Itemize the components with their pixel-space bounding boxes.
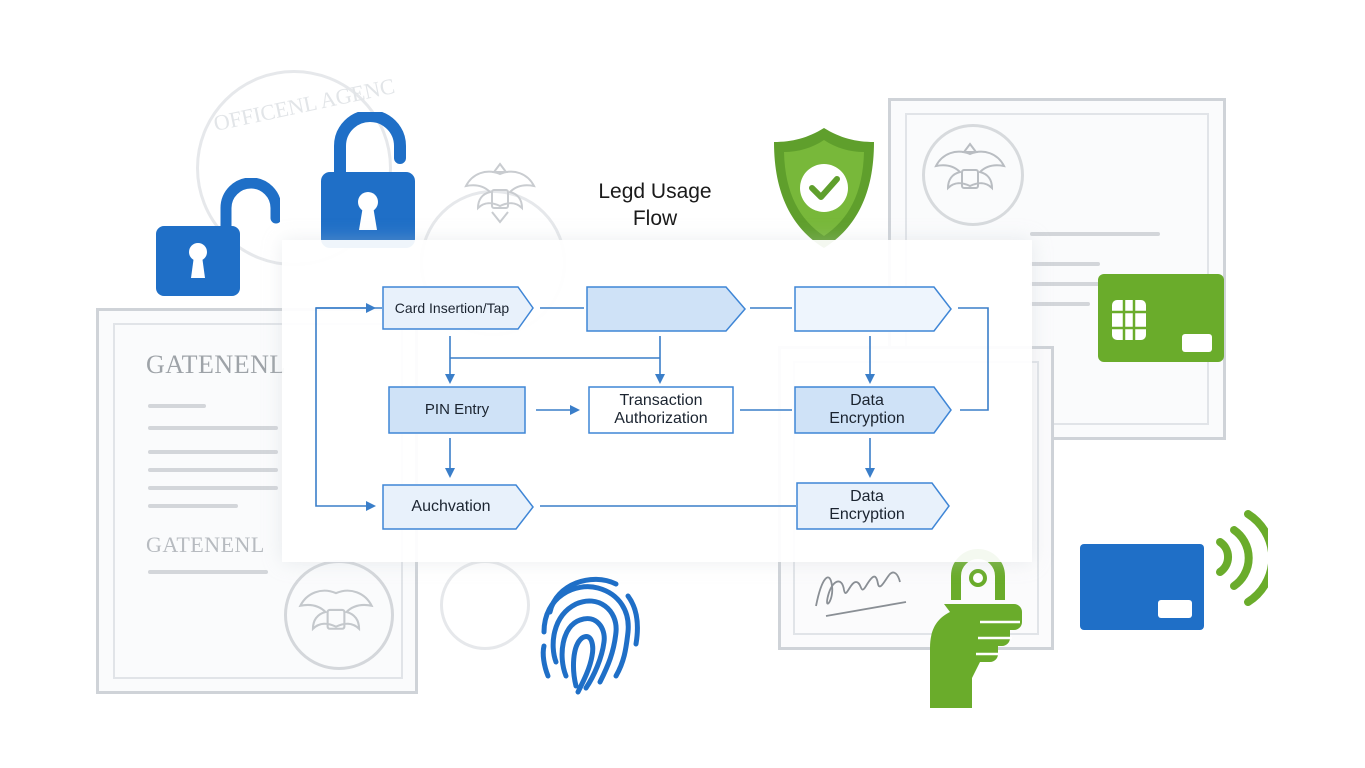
doc-line	[148, 426, 278, 430]
eagle-seal-icon	[298, 589, 374, 632]
eagle-seal-icon	[464, 162, 536, 224]
eagle-seal-icon	[934, 142, 1006, 191]
doc-line	[148, 570, 268, 574]
node-blank-right	[794, 286, 952, 332]
loop-left	[315, 307, 382, 511]
doc-line	[148, 404, 206, 408]
faint-seal	[922, 124, 1024, 226]
node-card-insertion: Card Insertion/Tap	[382, 286, 534, 330]
node-data-encryption-2-line1: Data	[850, 488, 884, 505]
node-pin-entry-label: PIN Entry	[424, 401, 490, 418]
shield-check-icon	[774, 128, 874, 248]
doc-line	[1030, 262, 1100, 266]
node-data-encryption-1-line2: Encryption	[829, 410, 905, 427]
left-document-footer: GATENENL	[146, 532, 265, 557]
node-transaction-authorization: Transaction Authorization	[588, 386, 734, 434]
node-data-encryption-2-line2: Encryption	[829, 506, 905, 523]
diagram-title-line1: Legd Usage	[598, 180, 712, 203]
node-auchvation: Auchvation	[382, 484, 534, 530]
doc-line	[148, 504, 238, 508]
signature-scribble	[815, 571, 907, 617]
node-transaction-line1: Transaction	[619, 392, 703, 409]
doc-line	[148, 450, 278, 454]
doc-line	[1030, 232, 1160, 236]
node-transaction-line2: Authorization	[614, 410, 708, 427]
node-data-encryption-1-line1: Data	[850, 392, 884, 409]
node-card-insertion-label: Card Insertion/Tap	[394, 300, 510, 316]
node-pin-entry: PIN Entry	[388, 386, 526, 434]
doc-line	[148, 486, 278, 490]
fingerprint-icon	[540, 576, 641, 695]
doc-line	[1030, 302, 1090, 306]
doc-line	[1030, 282, 1100, 286]
node-auchvation-label: Auchvation	[411, 498, 491, 515]
contactless-card-icon	[1080, 510, 1268, 630]
left-document-heading: GATENENL	[146, 350, 286, 379]
loop-right	[958, 307, 989, 411]
node-data-encryption-2: Data Encryption	[796, 482, 950, 530]
diagram-title-line2: Flow	[632, 207, 678, 230]
node-blank-middle	[586, 286, 746, 332]
doc-line	[148, 468, 278, 472]
chip-card-icon	[1098, 274, 1224, 362]
node-data-encryption-1: Data Encryption	[794, 386, 952, 434]
unlocked-padlock-icon	[321, 112, 415, 248]
unlocked-padlock-icon	[156, 178, 280, 296]
diagram-title: Legd Usage Flow	[560, 178, 750, 232]
